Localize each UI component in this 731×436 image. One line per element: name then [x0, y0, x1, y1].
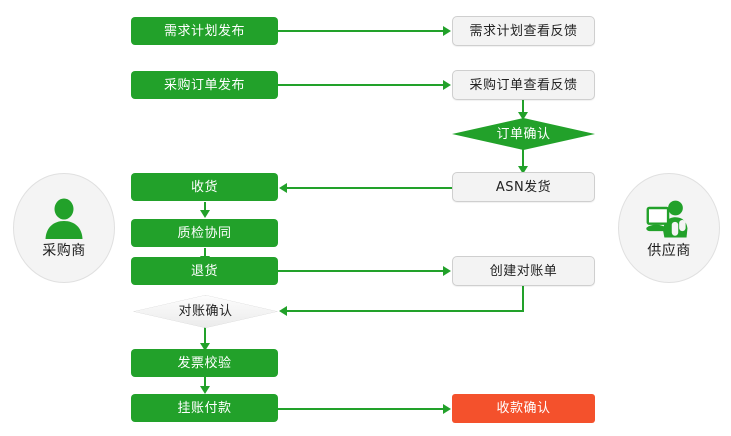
node-po-publish[interactable]: 采购订单发布 [131, 71, 278, 99]
edge-receive-to-quality [204, 202, 206, 214]
person-icon [45, 198, 83, 239]
node-label: 退货 [190, 263, 218, 279]
edge-po-publish-to-feedback [278, 84, 444, 86]
node-asn-shipment[interactable]: ASN发货 [452, 172, 595, 202]
node-invoice-verify[interactable]: 发票校验 [131, 349, 278, 377]
edge-return-to-statement [278, 270, 444, 272]
node-return-goods[interactable]: 退货 [131, 257, 278, 285]
edge-arrow-statement-confirm [279, 306, 287, 316]
edge-invoice-to-payment [204, 377, 206, 390]
edge-arrow-po [443, 80, 451, 90]
actor-buyer-label: 采购商 [42, 243, 86, 259]
node-label: 收货 [190, 179, 218, 195]
edge-asn-to-receive [287, 187, 452, 189]
edge-arrow-statement [443, 266, 451, 276]
node-demand-plan-publish[interactable]: 需求计划发布 [131, 17, 278, 45]
node-label: 对账确认 [178, 304, 233, 319]
node-create-statement[interactable]: 创建对账单 [452, 256, 595, 286]
edge-arrow-asn [518, 166, 528, 174]
node-label: 需求计划发布 [163, 23, 245, 39]
edge-arrow-receive [279, 183, 287, 193]
edge-arrow-quality [200, 210, 210, 218]
node-quality-collab[interactable]: 质检协同 [131, 219, 278, 247]
node-label: 需求计划查看反馈 [469, 23, 578, 39]
actor-buyer[interactable]: 采购商 [13, 173, 115, 283]
edge-statement-to-confirm [287, 310, 524, 312]
person-at-computer-icon [646, 200, 688, 238]
edge-arrow-payment [200, 386, 210, 394]
node-label: 采购订单查看反馈 [469, 77, 578, 93]
node-demand-plan-feedback[interactable]: 需求计划查看反馈 [452, 16, 595, 46]
edge-arrow-received [443, 404, 451, 414]
node-po-feedback[interactable]: 采购订单查看反馈 [452, 70, 595, 100]
node-label: 采购订单发布 [163, 77, 245, 93]
actor-supplier[interactable]: 供应商 [618, 173, 720, 283]
node-label: 订单确认 [496, 126, 551, 142]
edge-arrow-demand-plan [443, 26, 451, 36]
edge-demand-plan-publish-to-feedback [278, 30, 444, 32]
node-label: 发票校验 [177, 355, 232, 371]
edge-po-feedback-to-order-confirm [522, 99, 524, 117]
node-label: 质检协同 [177, 225, 232, 241]
node-payment-posting[interactable]: 挂账付款 [131, 394, 278, 422]
edge-order-confirm-to-asn [522, 149, 524, 171]
node-payment-received[interactable]: 收款确认 [452, 394, 595, 423]
node-label: 挂账付款 [177, 400, 232, 416]
edge-quality-to-return [204, 248, 206, 260]
node-label: 创建对账单 [489, 263, 558, 279]
node-order-confirm[interactable]: 订单确认 [452, 118, 595, 150]
node-label: ASN发货 [495, 179, 552, 195]
node-statement-confirm[interactable]: 对账确认 [133, 295, 278, 328]
node-label: 收款确认 [496, 401, 551, 416]
edge-confirm-to-invoice [204, 327, 206, 348]
edge-arrow-invoice [200, 343, 210, 351]
edge-payment-to-received [278, 408, 444, 410]
edge-arrow-order-confirm [518, 112, 528, 120]
node-receive-goods[interactable]: 收货 [131, 173, 278, 201]
edge-statement-down [522, 285, 524, 312]
actor-supplier-label: 供应商 [647, 243, 691, 259]
